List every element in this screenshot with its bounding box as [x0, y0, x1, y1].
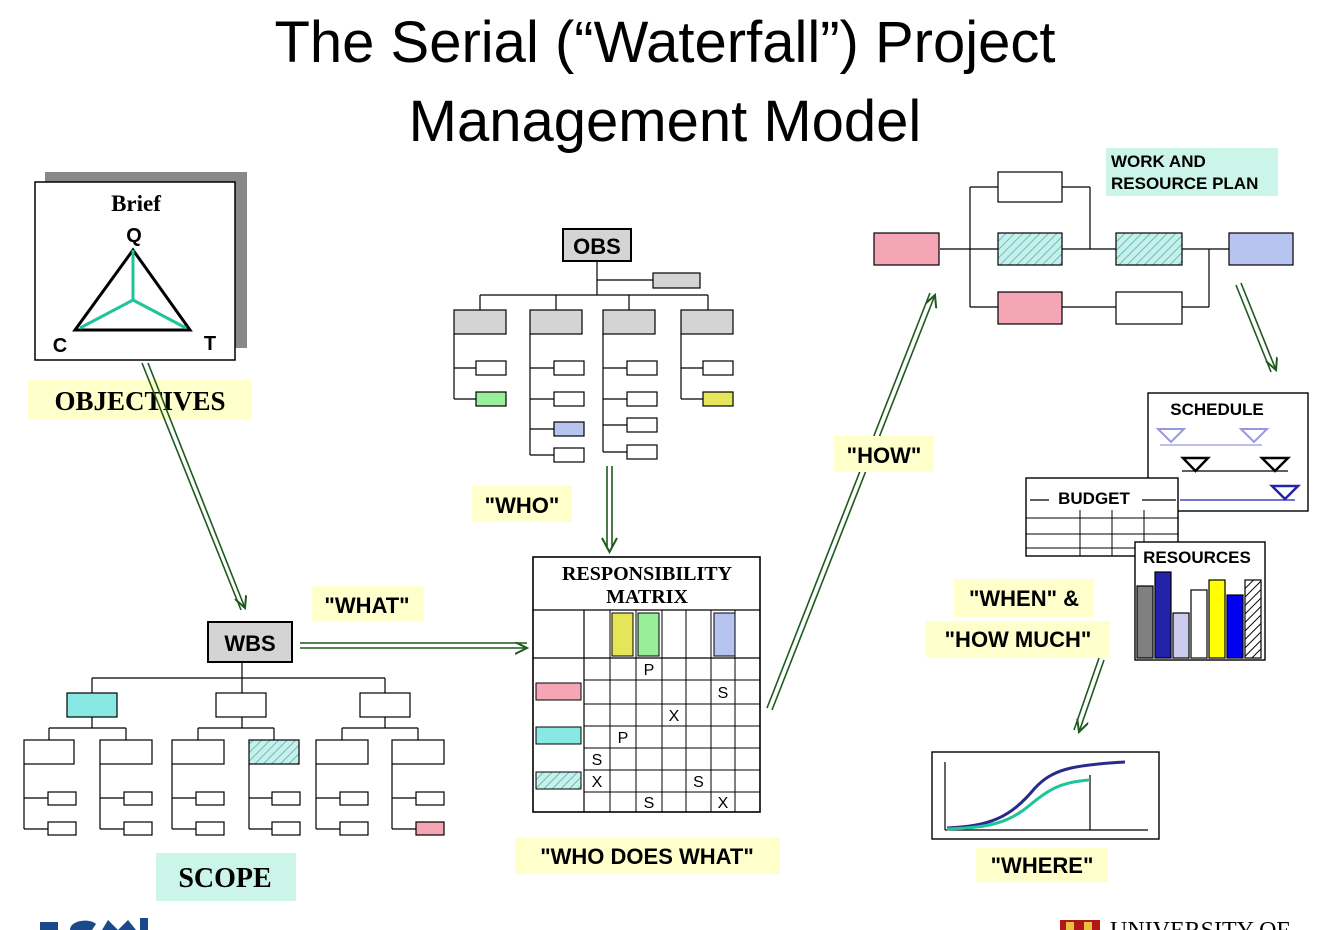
- quality-cost-time-triangle: [72, 247, 193, 332]
- footer-university-text: UNIVERSITY OF: [1110, 918, 1290, 930]
- resource-bar: [1226, 594, 1244, 659]
- matrix-cell-mark: S: [718, 685, 729, 702]
- matrix-title-line-1: RESPONSIBILITY: [562, 563, 733, 585]
- resources-panel: [1134, 541, 1266, 661]
- scope-label: SCOPE: [178, 863, 271, 894]
- planned-curve: [946, 760, 1126, 830]
- matrix-cell-mark: P: [618, 730, 629, 747]
- title-line-2: Management Model: [409, 89, 922, 154]
- arrow-to-where: [1073, 657, 1105, 732]
- work-resource-plan-line-2: RESOURCE PLAN: [1111, 174, 1258, 193]
- brief-box: Brief Q C T: [34, 172, 247, 361]
- matrix-cell-mark: S: [592, 752, 603, 769]
- wbs-root-box: [207, 621, 293, 663]
- resource-bar: [1172, 612, 1190, 659]
- work-resource-plan-line-1: WORK AND: [1111, 152, 1206, 171]
- obs-tree: [453, 228, 734, 463]
- title-line-1: The Serial (“Waterfall”) Project: [274, 10, 1055, 75]
- resource-bar: [1208, 579, 1226, 659]
- where-label: "WHERE": [991, 853, 1094, 878]
- arrow-wbs-to-matrix: [300, 643, 527, 648]
- who-does-what-label: "WHO DOES WHAT": [540, 844, 754, 869]
- resource-bar: [1190, 589, 1208, 659]
- what-label: "WHAT": [324, 593, 409, 618]
- resource-bar: [1154, 571, 1172, 659]
- budget-label: BUDGET: [1058, 489, 1130, 508]
- brief-heading: Brief: [111, 191, 161, 216]
- how-much-label: "HOW MUCH": [945, 627, 1092, 652]
- matrix-title-line-2: MATRIX: [606, 586, 688, 608]
- university-crest-icon: [1060, 920, 1100, 930]
- brief-vertex-q: Q: [126, 225, 142, 247]
- brief-vertex-c: C: [53, 335, 67, 357]
- arrow-network-to-schedule: [1235, 282, 1276, 373]
- resource-bar: [1244, 579, 1262, 659]
- matrix-cell-mark: X: [669, 708, 680, 725]
- matrix-cell-mark: X: [592, 774, 603, 791]
- matrix-cell-mark: S: [644, 795, 655, 812]
- wbs-label: WBS: [224, 631, 275, 656]
- brief-vertex-t: T: [204, 333, 216, 355]
- network-diagram: [873, 171, 1294, 325]
- schedule-label: SCHEDULE: [1170, 400, 1264, 419]
- actual-curve: [946, 778, 1091, 831]
- how-label: "HOW": [847, 443, 922, 468]
- matrix-cell-mark: S: [693, 774, 704, 791]
- arrow-objectives-to-wbs: [141, 362, 245, 611]
- when-label: "WHEN" &: [969, 586, 1079, 611]
- who-label: "WHO": [485, 493, 560, 518]
- matrix-cell-mark: X: [718, 795, 729, 812]
- resource-bar: [1136, 585, 1154, 659]
- objectives-label: OBJECTIVES: [54, 386, 225, 416]
- matrix-cell-mark: P: [644, 662, 655, 679]
- arrow-matrix-to-network: [766, 292, 935, 711]
- obs-root-box: [562, 228, 632, 262]
- resources-label: RESOURCES: [1143, 548, 1251, 567]
- wbs-tree: [23, 621, 445, 836]
- arrow-obs-to-matrix: [601, 466, 618, 555]
- s-curve-chart: [931, 751, 1160, 840]
- obs-label: OBS: [573, 234, 621, 259]
- footer-left-logo: [40, 918, 148, 930]
